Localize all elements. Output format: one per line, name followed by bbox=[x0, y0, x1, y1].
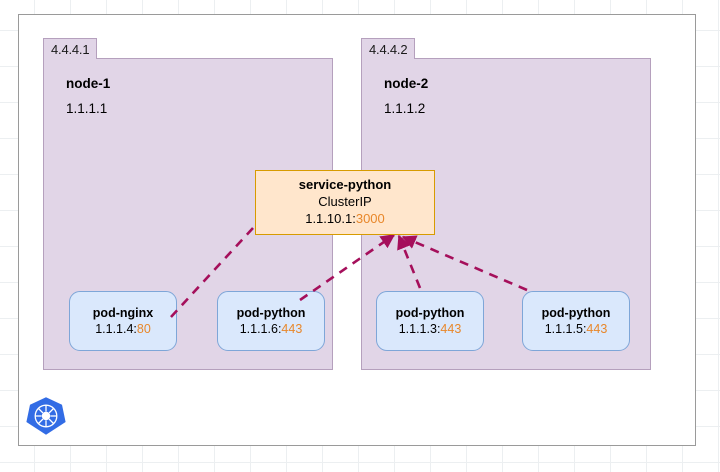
pod-box-python-1-1-1-6[interactable]: pod-python 1.1.1.6:443 bbox=[217, 291, 325, 351]
pod-name-2: pod-python bbox=[236, 306, 306, 320]
pod-address-4: 1.1.1.5:443 bbox=[545, 321, 608, 337]
diagram-canvas: 4.4.4.1 node-1 1.1.1.1 4.4.4.2 node-2 1.… bbox=[18, 14, 696, 446]
pod-name-3: pod-python bbox=[395, 306, 465, 320]
pod-address-1: 1.1.1.4:80 bbox=[95, 321, 151, 337]
service-box-python[interactable]: service-python ClusterIP 1.1.10.1:3000 bbox=[255, 170, 435, 235]
pod-ip-3: 1.1.1.3 bbox=[398, 322, 437, 336]
service-sep: : bbox=[352, 210, 356, 226]
service-address: 1.1.10.1:3000 bbox=[305, 211, 385, 228]
service-type: ClusterIP bbox=[318, 194, 372, 210]
pod-ip-1: 1.1.1.4 bbox=[95, 322, 134, 336]
pod-name-4: pod-python bbox=[541, 306, 611, 320]
node-tab-label-1: 4.4.4.1 bbox=[43, 38, 98, 59]
pod-sep-3: : bbox=[436, 322, 441, 336]
node-name-2: node-2 bbox=[384, 76, 429, 91]
pod-port-3: 443 bbox=[440, 322, 462, 336]
pod-sep-2: : bbox=[277, 322, 282, 336]
service-ip: 1.1.10.1 bbox=[305, 210, 353, 226]
node-name-1: node-1 bbox=[66, 76, 111, 91]
node-ip-1: 1.1.1.1 bbox=[66, 101, 108, 116]
pod-ip-4: 1.1.1.5 bbox=[544, 322, 583, 336]
pod-box-python-1-1-1-5[interactable]: pod-python 1.1.1.5:443 bbox=[522, 291, 630, 351]
pod-address-3: 1.1.1.3:443 bbox=[399, 321, 462, 337]
service-port: 3000 bbox=[355, 210, 385, 226]
pod-port-2: 443 bbox=[281, 322, 303, 336]
pod-sep-4: : bbox=[582, 322, 587, 336]
node-tab-label-2: 4.4.4.2 bbox=[361, 38, 416, 59]
pod-box-python-1-1-1-3[interactable]: pod-python 1.1.1.3:443 bbox=[376, 291, 484, 351]
pod-box-nginx[interactable]: pod-nginx 1.1.1.4:80 bbox=[69, 291, 177, 351]
pod-address-2: 1.1.1.6:443 bbox=[240, 321, 303, 337]
pod-name-1: pod-nginx bbox=[92, 306, 154, 320]
pod-sep-1: : bbox=[133, 322, 137, 336]
pod-port-1: 80 bbox=[136, 322, 151, 336]
service-name: service-python bbox=[298, 177, 392, 193]
kubernetes-helm-icon bbox=[26, 397, 66, 435]
node-ip-2: 1.1.1.2 bbox=[384, 101, 426, 116]
pod-ip-2: 1.1.1.6 bbox=[239, 322, 278, 336]
pod-port-4: 443 bbox=[586, 322, 608, 336]
